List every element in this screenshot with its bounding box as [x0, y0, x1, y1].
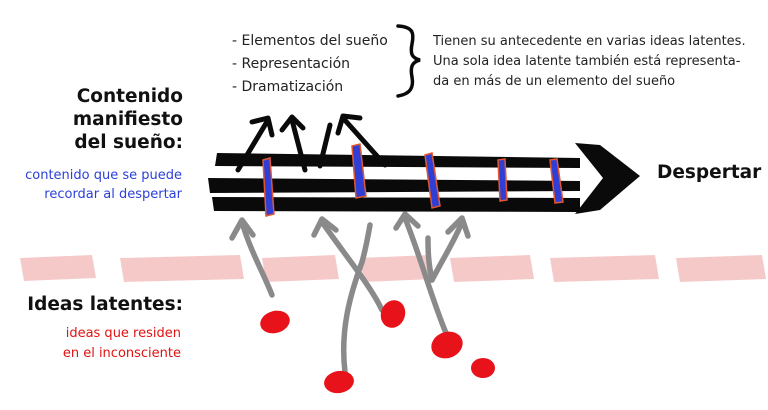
latent-blob: [380, 300, 406, 328]
manifest-marks: [262, 143, 564, 217]
latent-link: [319, 219, 385, 313]
emergence-arrow: [340, 115, 388, 168]
dream-element-item: - Representación: [232, 56, 351, 72]
dream-elements-list: - Elementos del sueño - Representación -…: [232, 30, 388, 99]
latent-link: [402, 215, 449, 336]
manifest-content-title: Contenido manifiesto del sueño:: [73, 85, 183, 154]
boundary-segment: [676, 255, 766, 282]
note-line: da en más de un elemento del sueño: [433, 74, 676, 89]
latent-ideas-title: Ideas latentes:: [27, 294, 183, 315]
latent-description-line: ideas que residen: [65, 326, 181, 341]
latent-link: [429, 219, 465, 283]
latent-link: [445, 215, 471, 239]
manifest-mark: [351, 143, 367, 199]
note-line: Tienen su antecedente en varias ideas la…: [433, 34, 746, 49]
main-arrow: [208, 143, 640, 214]
awake-label: Despertar: [657, 162, 762, 183]
latent-description-line: en el inconsciente: [62, 346, 181, 361]
manifest-content-description: contenido que se puede recordar al despe…: [25, 166, 182, 204]
boundary-segment: [20, 255, 96, 281]
boundary-segment: [450, 255, 534, 282]
manifest-title-line: del sueño:: [74, 132, 183, 153]
emergence-arrow: [335, 113, 363, 136]
boundary-segment: [262, 255, 339, 282]
manifest-description-line: recordar al despertar: [44, 187, 182, 202]
manifest-mark: [497, 158, 508, 202]
emergence-arrow: [289, 117, 308, 173]
boundary-segment: [120, 255, 244, 282]
note-line: Una sola idea latente también está repre…: [433, 54, 741, 69]
emergence-arrows: [235, 113, 388, 173]
manifest-mark: [424, 152, 441, 209]
boundary-segment: [550, 255, 659, 282]
arrow-bottom-shaft: [212, 197, 580, 212]
latent-links: [229, 211, 471, 375]
latent-blob: [471, 358, 495, 378]
latent-link: [239, 219, 275, 298]
arrow-head: [575, 143, 640, 214]
latent-blobs: [260, 300, 495, 394]
latent-link: [425, 235, 435, 283]
emergence-arrow: [279, 114, 306, 133]
latent-link: [229, 217, 256, 241]
manifest-title-line: manifiesto: [72, 109, 183, 130]
manifest-title-line: Contenido: [76, 86, 183, 107]
latent-link: [393, 211, 421, 231]
boundary-segment: [360, 255, 434, 282]
latent-ideas-description: ideas que residen en el inconsciente: [63, 324, 181, 364]
dream-element-item: - Elementos del sueño: [232, 33, 388, 49]
latent-link: [311, 216, 339, 238]
manifest-description-line: contenido que se puede: [25, 168, 182, 183]
consciousness-boundary: [20, 255, 766, 282]
manifest-mark: [262, 157, 275, 217]
dream-elements-note: Tienen su antecedente en varias ideas la…: [433, 32, 746, 92]
latent-blob: [324, 370, 354, 394]
emergence-arrow: [249, 115, 275, 138]
latent-blob: [260, 310, 290, 334]
arrow-lower-shaft: [208, 178, 580, 193]
latent-link: [340, 222, 373, 375]
emergence-arrow: [317, 122, 333, 169]
latent-blob: [431, 331, 463, 359]
arrow-upper-shaft: [215, 153, 580, 168]
manifest-mark: [549, 158, 564, 204]
dream-element-item: - Dramatización: [232, 79, 344, 95]
grouping-brace: [396, 24, 421, 98]
emergence-arrow: [235, 117, 271, 173]
